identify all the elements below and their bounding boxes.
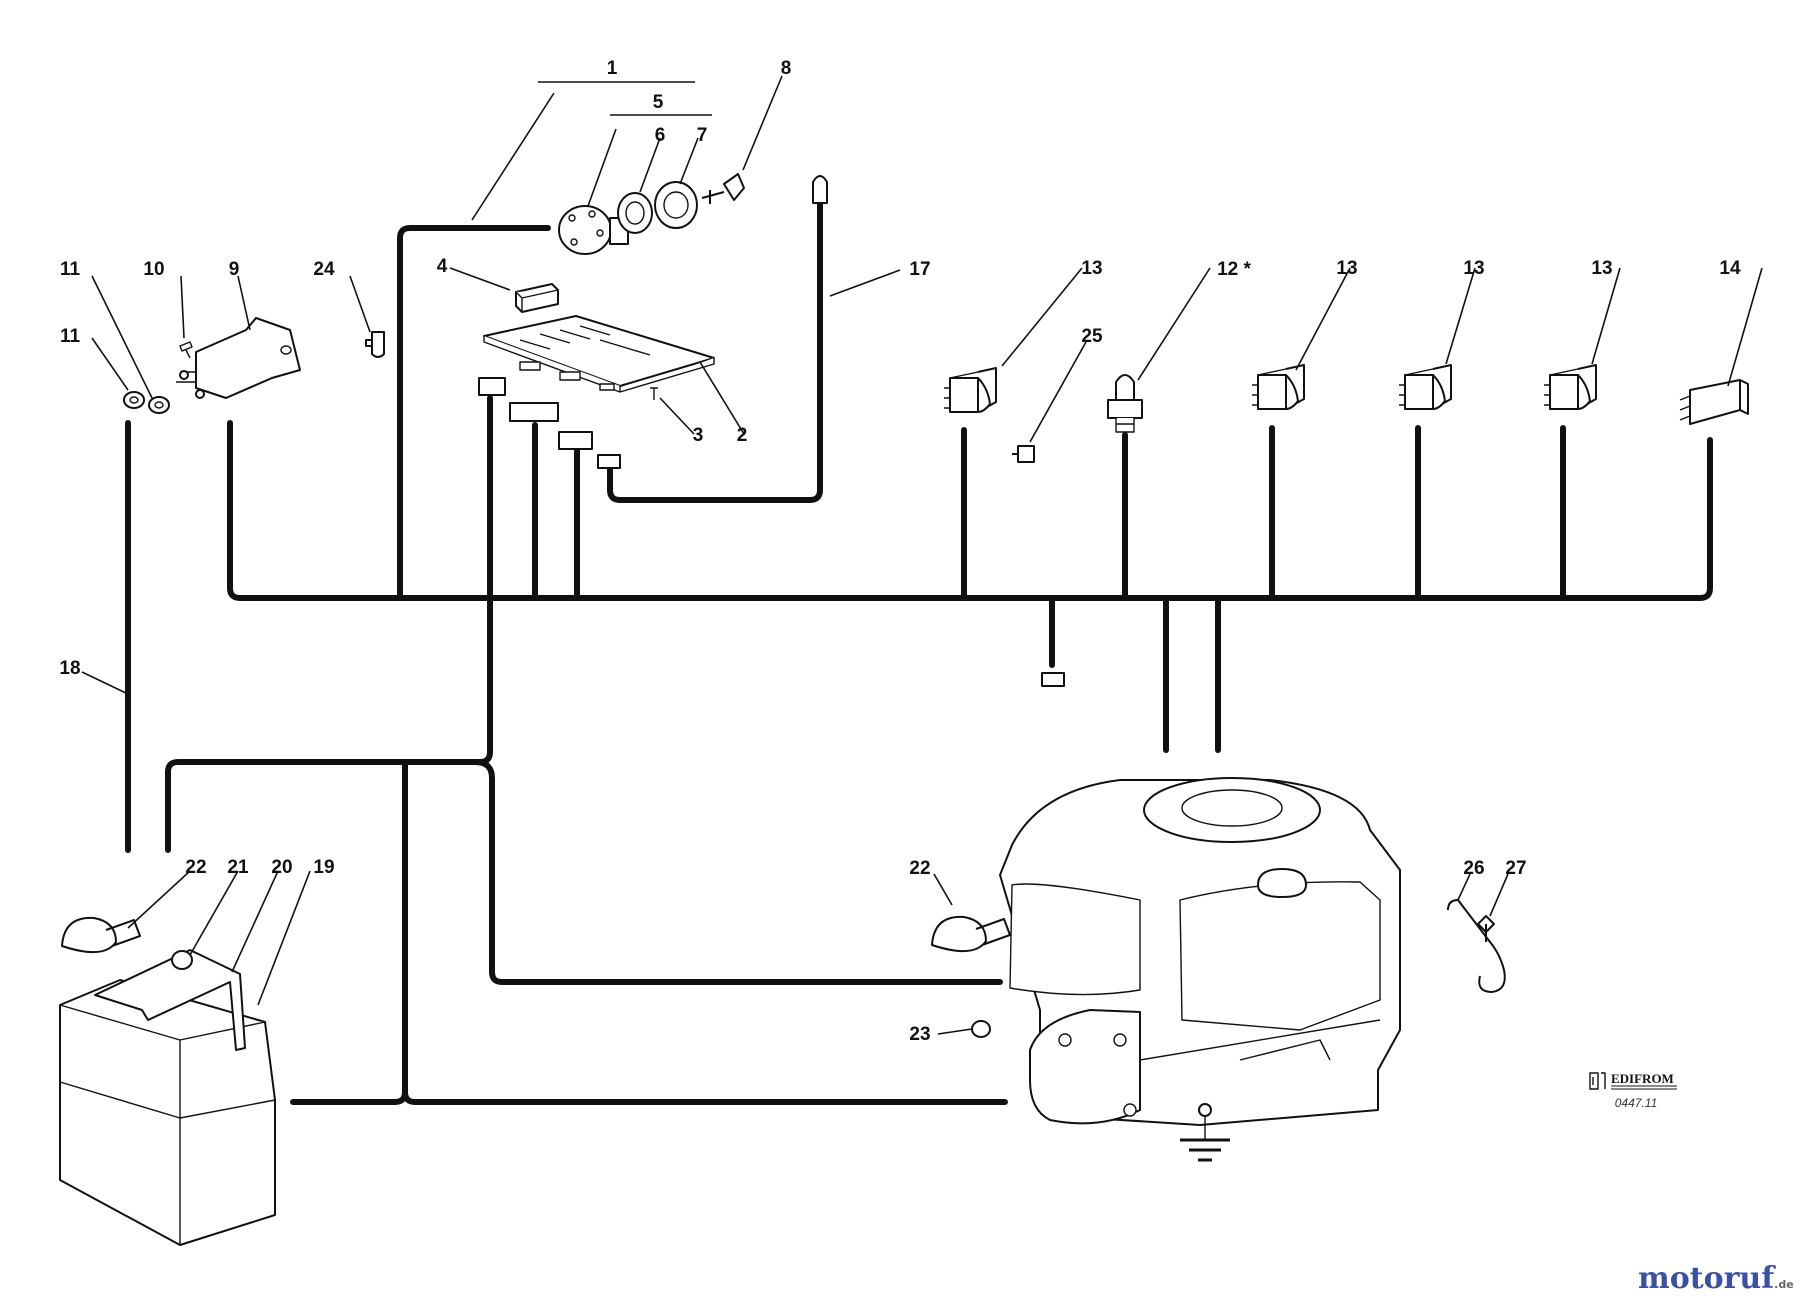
label-13b: 13 — [1336, 258, 1357, 279]
label-22a: 22 — [185, 857, 206, 878]
label-11a: 11 — [60, 259, 81, 280]
harness-down-trunk — [165, 595, 493, 853]
harness-branch-key — [397, 225, 551, 601]
part-battery-19 — [59, 916, 276, 1246]
part-clip-26 — [1447, 899, 1506, 993]
label-8: 8 — [781, 58, 792, 79]
label-1: 1 — [607, 58, 618, 79]
part-screw-27 — [1477, 915, 1495, 942]
label-9: 9 — [229, 259, 240, 280]
part-switch-13b — [1252, 364, 1305, 410]
part-clip-24 — [365, 331, 385, 358]
ground-terminal — [1198, 1103, 1212, 1117]
watermark-tld: .de — [1774, 1278, 1794, 1291]
label-26: 26 — [1463, 858, 1484, 879]
engine-oil-cap — [1257, 868, 1307, 898]
part-terminal-cap-22a — [61, 916, 141, 953]
part-relay-4 — [515, 283, 559, 313]
part-clip-25 — [1012, 445, 1035, 463]
label-12: 12 * — [1217, 259, 1251, 280]
part-microswitch-14 — [1679, 379, 1749, 425]
label-2: 2 — [737, 425, 748, 446]
battery-hold-down-bracket-20 — [94, 949, 246, 1051]
label-19: 19 — [313, 857, 334, 878]
harness-tab-connector — [1041, 672, 1065, 687]
diagram-code: 0447.11 — [1615, 1096, 1658, 1110]
label-22b: 22 — [909, 858, 930, 879]
part-screw-10 — [179, 341, 193, 359]
part-terminal-cap-22b — [931, 915, 1011, 952]
label-14: 14 — [1719, 258, 1741, 279]
connector-b — [509, 402, 559, 422]
label-5: 5 — [653, 92, 664, 113]
part-engine — [931, 777, 1401, 1162]
label-20: 20 — [271, 857, 292, 878]
harness-engine-feed — [472, 759, 1003, 985]
part-ignition-switch-body — [558, 205, 612, 255]
connector-d — [597, 454, 621, 469]
part-solenoid-9 — [123, 317, 301, 414]
label-27: 27 — [1505, 858, 1526, 879]
label-18: 18 — [59, 658, 80, 679]
publisher-brand: EDIFROM — [1611, 1071, 1674, 1086]
label-13d: 13 — [1591, 258, 1612, 279]
label-7: 7 — [697, 125, 708, 146]
part-nut-23 — [971, 1020, 991, 1038]
edifrom-logo-icon — [1589, 1072, 1606, 1090]
watermark: motoruf.de — [1638, 1261, 1794, 1296]
main-harness-bus — [227, 420, 1713, 601]
label-17: 17 — [909, 259, 930, 280]
label-3: 3 — [693, 425, 704, 446]
label-23: 23 — [909, 1024, 930, 1045]
label-13a: 13 — [1081, 258, 1102, 279]
part-switch-13c — [1399, 364, 1452, 410]
engine-air-filter-housing — [1029, 1009, 1141, 1125]
harness-branch-17 — [607, 200, 823, 503]
ground-symbol — [1180, 1138, 1230, 1162]
label-10: 10 — [143, 259, 164, 280]
harness-ground-cable — [290, 759, 1008, 1105]
leader-lines — [81, 75, 1763, 1035]
part-wire-end-17 — [812, 175, 828, 204]
part-sensor-12 — [1107, 374, 1143, 433]
watermark-main: motoruf — [1638, 1261, 1776, 1296]
wiring-harness — [125, 200, 1713, 1105]
label-25: 25 — [1081, 326, 1103, 347]
connector-c — [558, 431, 593, 450]
part-ignition-key-8 — [701, 173, 745, 204]
part-switch-13d — [1544, 364, 1597, 410]
label-24: 24 — [313, 259, 335, 280]
connector-a — [478, 377, 506, 396]
publisher-mark: EDIFROM 0447.11 — [1589, 1071, 1677, 1110]
part-screw-3 — [650, 387, 658, 400]
watermark-text: motoruf.de — [1638, 1261, 1794, 1296]
callout-labels: 1 2 3 4 5 6 7 8 9 10 11 11 12 * 13 13 13… — [59, 58, 1741, 1045]
label-11b: 11 — [60, 326, 81, 347]
part-ignition-key-switch-group — [558, 173, 745, 255]
part-switch-13a — [944, 367, 997, 413]
label-6: 6 — [655, 125, 666, 146]
label-4: 4 — [437, 256, 448, 277]
label-21: 21 — [227, 857, 249, 878]
part-nut-21 — [171, 950, 193, 970]
part-circuit-board-2 — [483, 315, 715, 400]
label-13c: 13 — [1463, 258, 1484, 279]
engine-recoil-cover — [1181, 789, 1283, 827]
